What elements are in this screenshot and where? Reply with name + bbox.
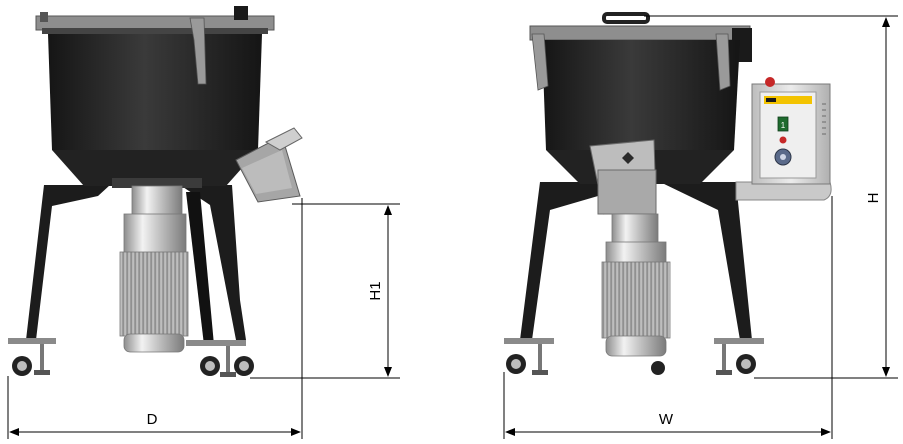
front-view: 1 (503, 12, 898, 439)
right-casters (504, 338, 764, 375)
left-outlet-chute (235, 127, 303, 203)
brand-label-plate (764, 96, 812, 104)
indicator-light (779, 136, 787, 144)
right-motor (601, 213, 671, 375)
left-hopper (35, 6, 275, 188)
left-legs (26, 185, 246, 345)
left-casters (8, 338, 254, 377)
start-button-label: 1 (781, 121, 786, 130)
h1-label: H1 (367, 281, 384, 300)
start-button (777, 116, 789, 132)
right-hopper (529, 12, 752, 184)
left-motor (119, 185, 189, 353)
dimension-w: W (503, 196, 833, 439)
dimension-h: H (644, 15, 898, 379)
h-label: H (865, 193, 882, 204)
dimension-d: D (7, 198, 303, 439)
side-view: H1 D (7, 6, 400, 439)
w-label: W (659, 411, 674, 428)
dimension-h1: H1 (250, 203, 400, 379)
control-panel: 1 (735, 77, 832, 201)
d-label: D (147, 411, 158, 428)
right-legs (520, 182, 752, 340)
emergency-stop-icon (765, 77, 775, 87)
right-outlet-gate (589, 139, 657, 215)
